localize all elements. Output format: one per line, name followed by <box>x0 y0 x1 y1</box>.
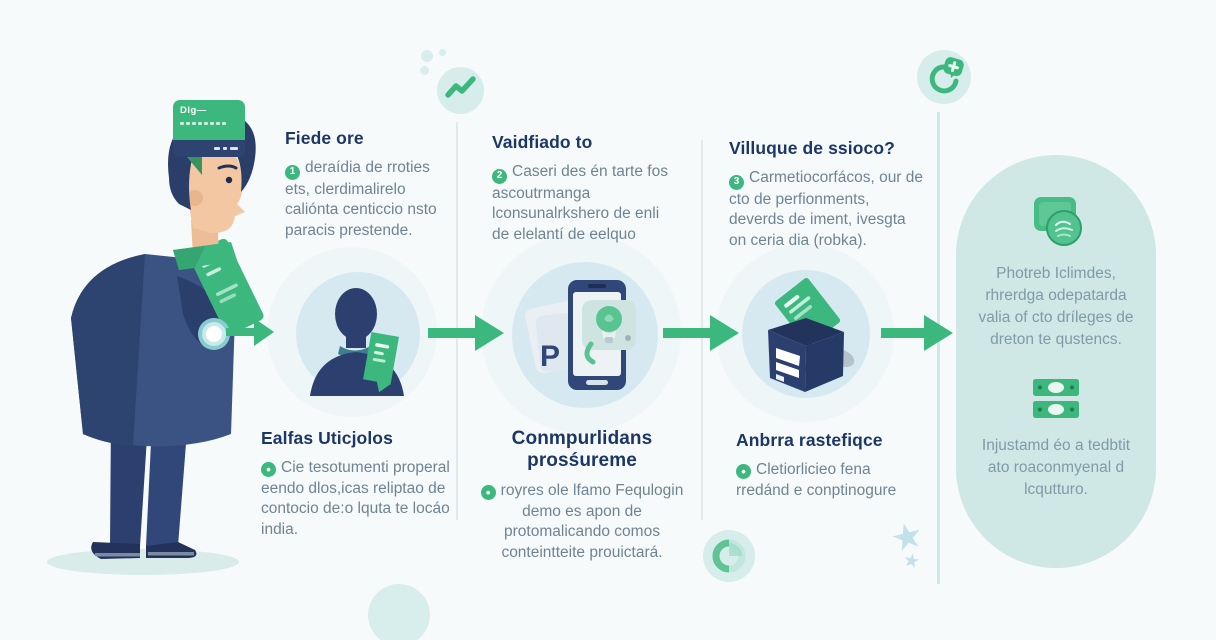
bubble-dot <box>421 50 433 62</box>
step-4-heading: Ealfas Uticjolos <box>261 428 393 448</box>
step-5-heading: Conmpurlidans prosśureme <box>511 428 653 471</box>
step-block-5: Conmpurlidans prosśureme •royres ole lfa… <box>473 428 691 563</box>
speech-bubble-ticks <box>180 122 238 125</box>
step-6-bullet: • <box>736 464 751 479</box>
step-6-body: •Cletiorlicieo fena rredánd e conptinogu… <box>736 461 897 499</box>
step-block-6: Anbrra rastefiqce •Cletiorlicieo fena rr… <box>736 430 926 501</box>
star-icon-small: ★ <box>901 549 922 574</box>
step-4-bullet: • <box>261 462 276 477</box>
speech-bubble-strip <box>173 140 245 157</box>
phone-letter: P <box>540 340 560 373</box>
step-2-heading: Vaidfiado to <box>492 132 593 152</box>
flow-arrow-4 <box>881 315 953 351</box>
bubble-dot <box>420 66 429 75</box>
flow-arrow-3 <box>663 315 739 351</box>
step-5-bullet: • <box>480 485 496 500</box>
summary-text-1: Photreb Iclimdes, rhrerdga odepatarda va… <box>978 265 1134 348</box>
speech-bubble-card: DIg— <box>173 100 245 140</box>
step-block-4: Ealfas Uticjolos •Cie tesotumenti proper… <box>261 428 453 540</box>
column-divider-3 <box>937 112 940 584</box>
sync-refresh-icon <box>917 50 971 104</box>
step-3-heading: Villuque de ssioco? <box>729 138 895 158</box>
bubble-dot <box>439 49 446 56</box>
step-3-number-badge: 3 <box>729 174 744 190</box>
teal-circle-decoration <box>368 584 430 640</box>
step-1-number-badge: 1 <box>285 164 300 180</box>
step-circle-box-icon <box>742 270 870 398</box>
banknotes-icon <box>1033 379 1079 418</box>
summary-blob-panel: Photreb Iclimdes, rhrerdga odepatarda va… <box>956 155 1156 568</box>
trend-check-icon <box>437 67 484 114</box>
step-circle-identity-icon <box>296 272 420 396</box>
flow-start-node <box>198 318 230 350</box>
speech-bubble: DIg— <box>173 100 245 175</box>
pie-donut-icon <box>703 530 755 582</box>
step-1-heading: Fiede ore <box>285 128 364 148</box>
step-circle-phone-icon: P <box>512 262 658 408</box>
flow-arrow-2 <box>428 315 504 351</box>
person-shadow <box>47 549 239 575</box>
summary-text-2: Injustamd éo a tedbtit ato roaconmyenal … <box>981 437 1131 498</box>
step-6-heading: Anbrra rastefiqce <box>736 430 883 450</box>
speech-bubble-tail <box>187 157 202 175</box>
step-4-body: •Cie tesotumenti properal eendo dlos,ica… <box>261 459 450 538</box>
flow-arrow-1 <box>226 318 274 346</box>
card-badge-icon <box>1034 197 1082 246</box>
speech-bubble-label: DIg— <box>180 105 207 116</box>
step-2-number-badge: 2 <box>492 168 507 184</box>
column-divider-1 <box>456 122 458 520</box>
green-badge-tag <box>363 332 399 393</box>
step-5-body: •royres ole lfamo Fequlogin demo es apon… <box>473 481 691 563</box>
